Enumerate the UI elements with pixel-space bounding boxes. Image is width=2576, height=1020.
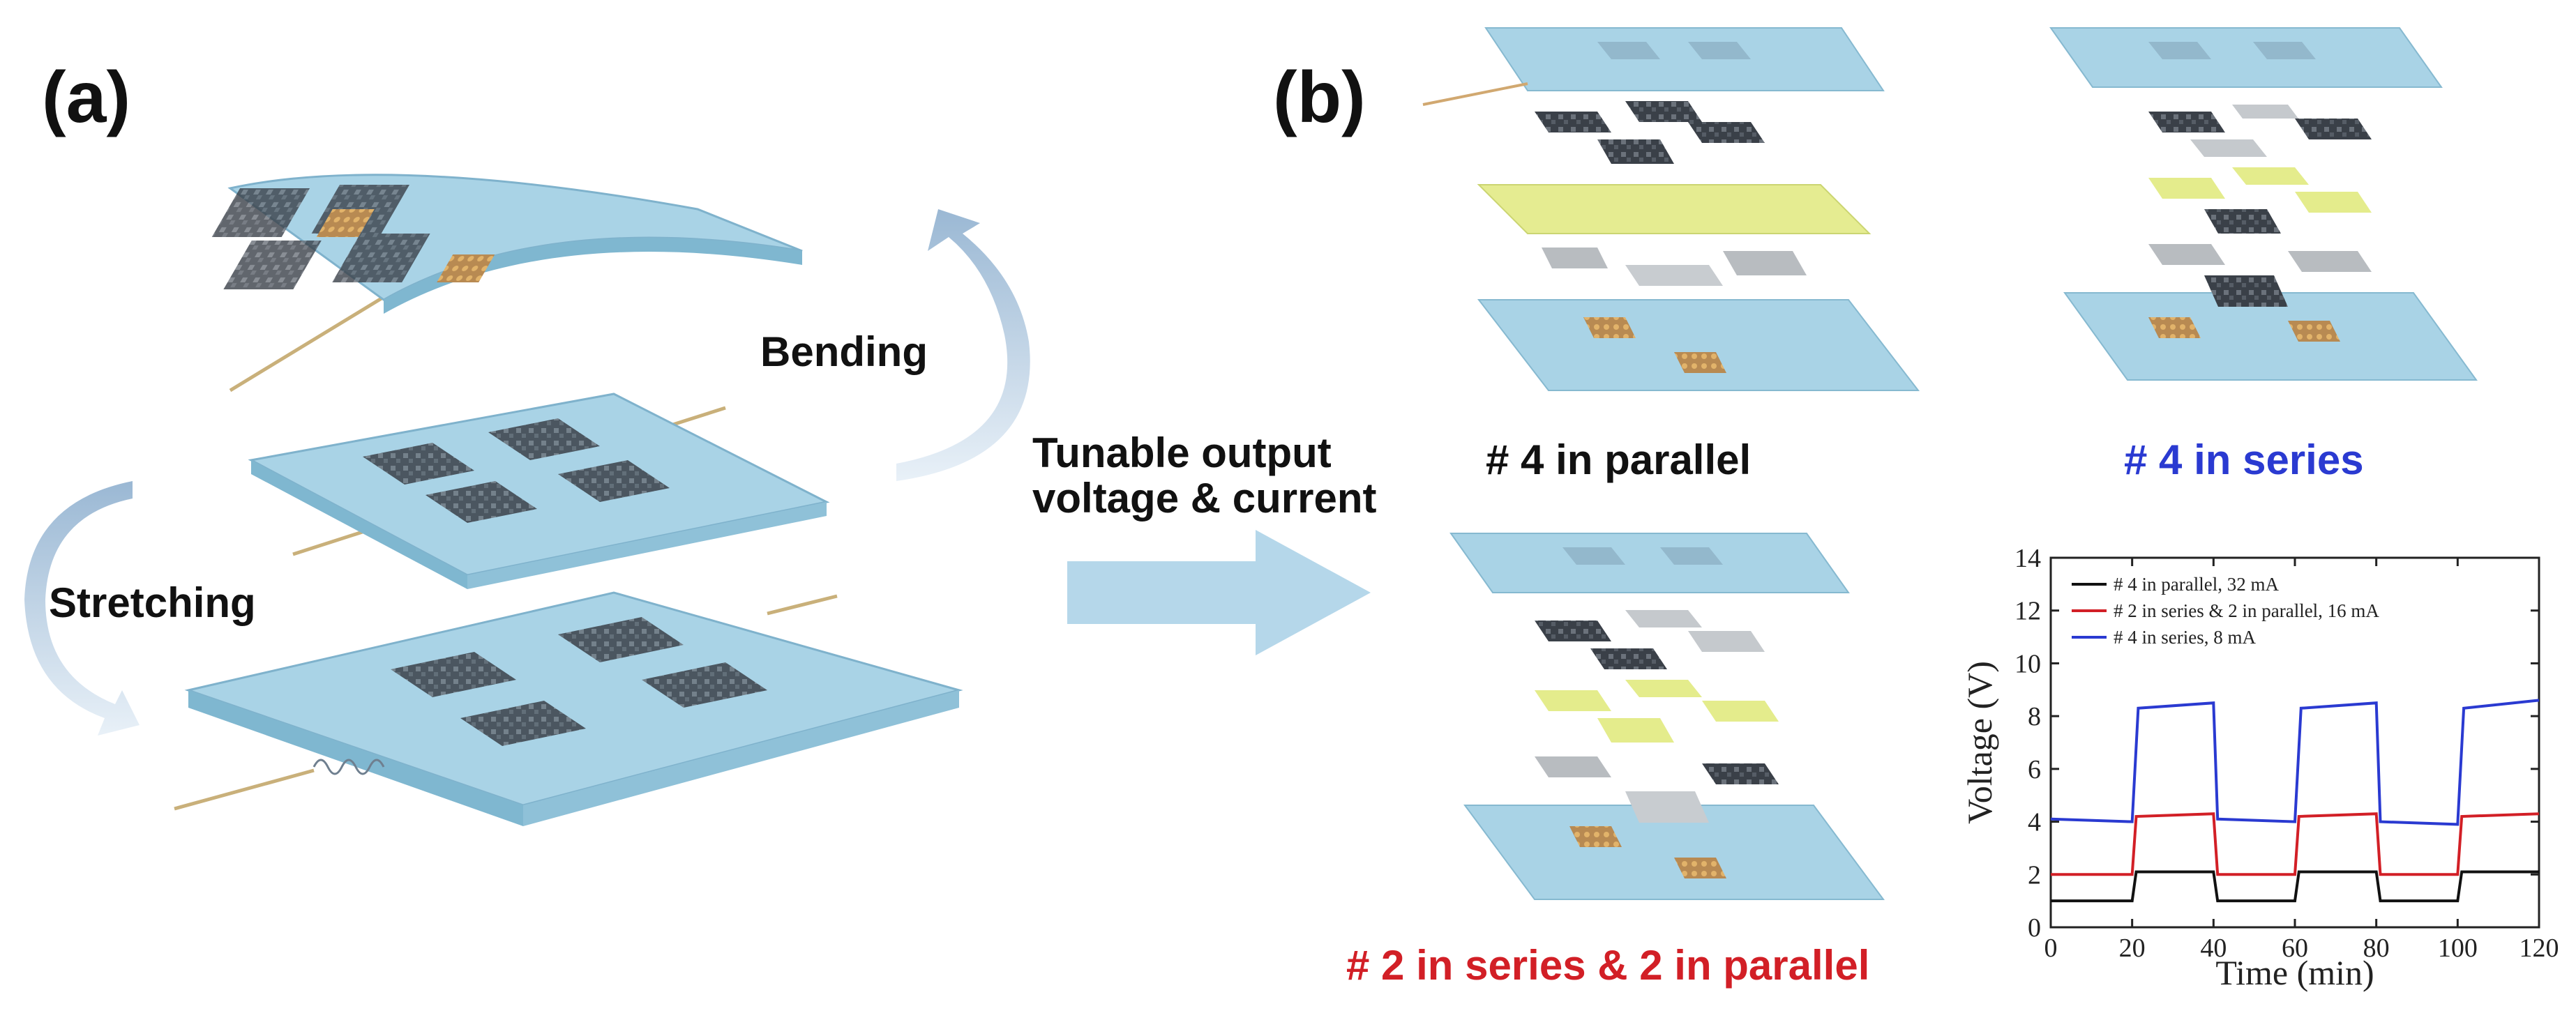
x-tick-label: 0 [2044, 934, 2058, 963]
series-line-2 [2051, 812, 2540, 876]
legend-entry-3: # 4 in series, 8 mA [2114, 627, 2256, 648]
x-tick-label: 80 [2363, 934, 2390, 963]
x-axis-label: Time (min) [2215, 953, 2374, 992]
panel-b-label: (b) [1273, 57, 1366, 138]
x-tick-label: 60 [2282, 934, 2308, 963]
x-tick-label: 20 [2119, 934, 2146, 963]
caption-series: # 4 in series [2124, 436, 2364, 483]
series-line-1 [2051, 870, 2539, 903]
y-tick-label: 0 [2028, 913, 2041, 943]
series-line-3 [2050, 699, 2540, 826]
legend-entry-1: # 4 in parallel, 32 mA [2114, 574, 2279, 595]
panel-a-label: (a) [42, 57, 130, 138]
y-axis-label: Voltage (V) [1960, 661, 1999, 824]
stack-series [2049, 27, 2478, 381]
bent-device [211, 174, 803, 393]
bending-arrow [896, 209, 1030, 481]
x-tick-label: 100 [2438, 934, 2478, 963]
y-tick-label: 6 [2028, 755, 2041, 784]
y-tick-label: 8 [2028, 702, 2041, 731]
x-tick-label: 120 [2519, 934, 2559, 963]
stretching-label: Stretching [49, 579, 256, 626]
stretched-device [174, 591, 963, 826]
stack-parallel [1422, 27, 1920, 391]
y-tick-label: 10 [2014, 649, 2041, 678]
y-tick-label: 4 [2028, 808, 2041, 837]
voltage-chart: 0 2 4 6 8 10 12 14 0 20 40 60 80 100 120 # 4 in paral… [1960, 544, 2559, 992]
tunable-label-line2: voltage & current [1032, 475, 1376, 522]
y-tick-label: 2 [2028, 860, 2041, 890]
legend-entry-2: # 2 in series & 2 in parallel, 16 mA [2114, 600, 2379, 621]
stretching-arrow [24, 481, 140, 736]
x-tick-label: 40 [2200, 934, 2227, 963]
tunable-label-line1: Tunable output [1032, 429, 1332, 476]
y-tick-label: 12 [2014, 597, 2041, 626]
caption-parallel: # 4 in parallel [1486, 436, 1751, 483]
caption-mixed: # 2 in series & 2 in parallel [1346, 942, 1869, 989]
flat-device [248, 393, 830, 589]
y-tick-label: 14 [2014, 544, 2041, 573]
bending-label: Bending [760, 328, 928, 375]
output-arrow [1067, 530, 1371, 655]
stack-mixed [1449, 533, 1885, 900]
